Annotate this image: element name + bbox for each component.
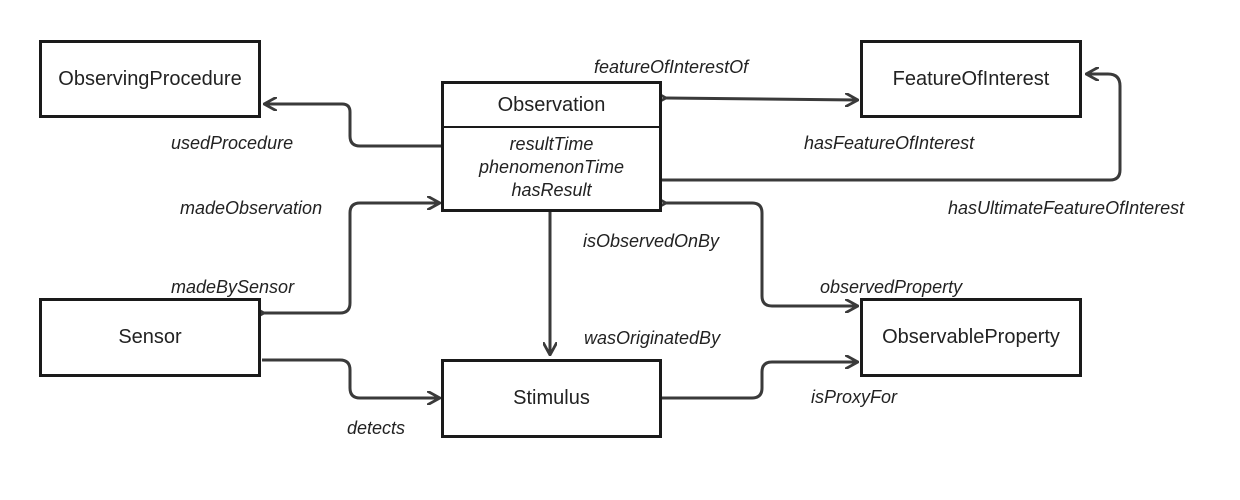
edge-detects <box>262 358 440 398</box>
node-observable-property: ObservableProperty <box>860 298 1082 377</box>
label-has-feature-of-interest: hasFeatureOfInterest <box>804 133 975 153</box>
node-feature-of-interest-label: FeatureOfInterest <box>892 67 1050 90</box>
node-stimulus-label: Stimulus <box>513 387 590 409</box>
label-detects: detects <box>347 418 406 438</box>
attr-phenomenon-time: phenomenonTime <box>479 157 624 177</box>
node-sensor-label: Sensor <box>118 326 182 348</box>
node-observing-procedure-label: ObservingProcedure <box>58 67 242 90</box>
node-observation-attributes: resultTime phenomenonTime hasResult <box>444 128 659 202</box>
attr-has-result: hasResult <box>511 180 592 200</box>
attr-result-time: resultTime <box>509 134 594 154</box>
edge-observed-property <box>666 203 858 306</box>
node-observation-title: Observation <box>444 84 659 128</box>
edge-used-procedure <box>264 104 441 148</box>
node-observable-property-label: ObservableProperty <box>882 326 1060 348</box>
label-was-originated-by: wasOriginatedBy <box>584 328 721 348</box>
node-sensor: Sensor <box>39 298 261 377</box>
edge-made-observation <box>264 203 440 313</box>
edge-feature-of-interest <box>666 98 858 100</box>
label-used-procedure: usedProcedure <box>171 133 294 153</box>
edge-is-proxy-for <box>662 362 858 400</box>
node-stimulus: Stimulus <box>441 359 662 438</box>
label-has-ultimate-feature-of-interest: hasUltimateFeatureOfInterest <box>948 198 1185 218</box>
edge-ultimate-feature-of-interest <box>662 74 1122 182</box>
node-observing-procedure: ObservingProcedure <box>39 40 261 118</box>
label-is-observed-on-by: isObservedOnBy <box>583 231 720 251</box>
label-is-proxy-for: isProxyFor <box>811 387 898 407</box>
node-observation: Observation resultTime phenomenonTime ha… <box>441 81 662 212</box>
label-observed-property: observedProperty <box>820 277 963 297</box>
label-made-by-sensor: madeBySensor <box>171 277 295 297</box>
label-made-observation: madeObservation <box>180 198 323 218</box>
node-feature-of-interest: FeatureOfInterest <box>860 40 1082 118</box>
label-feature-of-interest-of: featureOfInterestOf <box>594 57 749 77</box>
